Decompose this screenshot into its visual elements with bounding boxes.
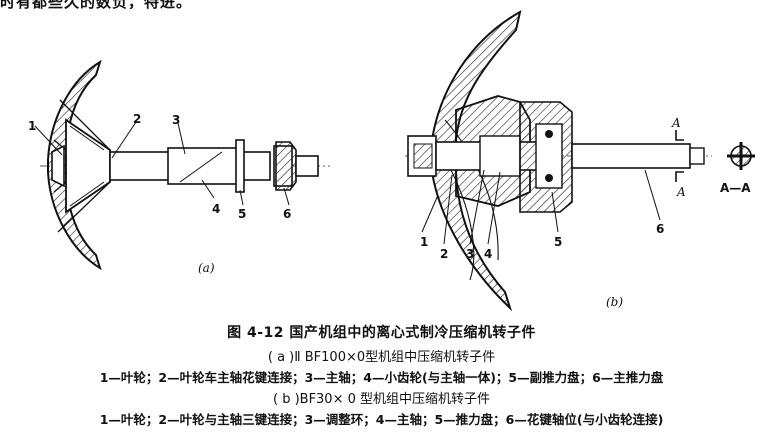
callout-b-3: 3 bbox=[466, 247, 474, 261]
callout-b-4: 4 bbox=[484, 247, 492, 261]
impeller-b-disc bbox=[431, 10, 522, 312]
subtitle-a: ( a )Ⅱ BF100×0型机组中压缩机转子件 bbox=[267, 350, 496, 365]
callout-a-5: 5 bbox=[238, 207, 246, 221]
callout-b-5: 5 bbox=[554, 235, 562, 249]
section-mark-top: A bbox=[671, 116, 681, 130]
section-a-a-label: A—A bbox=[720, 181, 751, 195]
subtitle-b: ( b )BF30× 0 型机组中压缩机转子件 bbox=[272, 392, 491, 407]
callout-b-1: 1 bbox=[420, 235, 428, 249]
callout-a-1: 1 bbox=[28, 119, 36, 133]
legend-b: 1—叶轮；2—叶轮与主轴三键连接；3—调整环；4—主轴；5—推力盘；6—花键轴位… bbox=[99, 412, 664, 427]
impeller-a-hub bbox=[65, 118, 111, 214]
callout-a-3: 3 bbox=[172, 113, 180, 127]
callout-b-2: 2 bbox=[440, 247, 448, 261]
drawing-a-impeller-rotor: 1 2 3 4 5 6 (a) bbox=[28, 59, 330, 275]
legend-a: 1—叶轮；2—叶轮车主轴花键连接；3—主轴；4—小齿轮(与主轴一体)；5—副推力… bbox=[99, 370, 664, 385]
callout-b-6: 6 bbox=[656, 222, 664, 236]
drawing-a-label: (a) bbox=[198, 261, 215, 275]
spline-shaft-b bbox=[571, 143, 691, 169]
figure-title: 图 4-12 国产机组中的离心式制冷压缩机转子件 bbox=[227, 325, 536, 341]
drawing-b-impeller-rotor: A A A—A 1 2 3 4 5 6 (b) bbox=[405, 10, 755, 312]
drawing-b-label: (b) bbox=[606, 295, 623, 309]
callout-a-6: 6 bbox=[283, 207, 291, 221]
section-mark-bottom: A bbox=[676, 185, 686, 199]
callout-a-4: 4 bbox=[212, 202, 220, 216]
rotor-figure: 1 2 3 4 5 6 (a) A A A—A bbox=[28, 10, 755, 312]
main-thrust-disc-a bbox=[275, 141, 297, 191]
aux-thrust-disc-a bbox=[235, 139, 245, 193]
callout-a-2: 2 bbox=[133, 112, 141, 126]
cropped-top-text: 时有都些久的数负，特进。 bbox=[0, 0, 193, 9]
